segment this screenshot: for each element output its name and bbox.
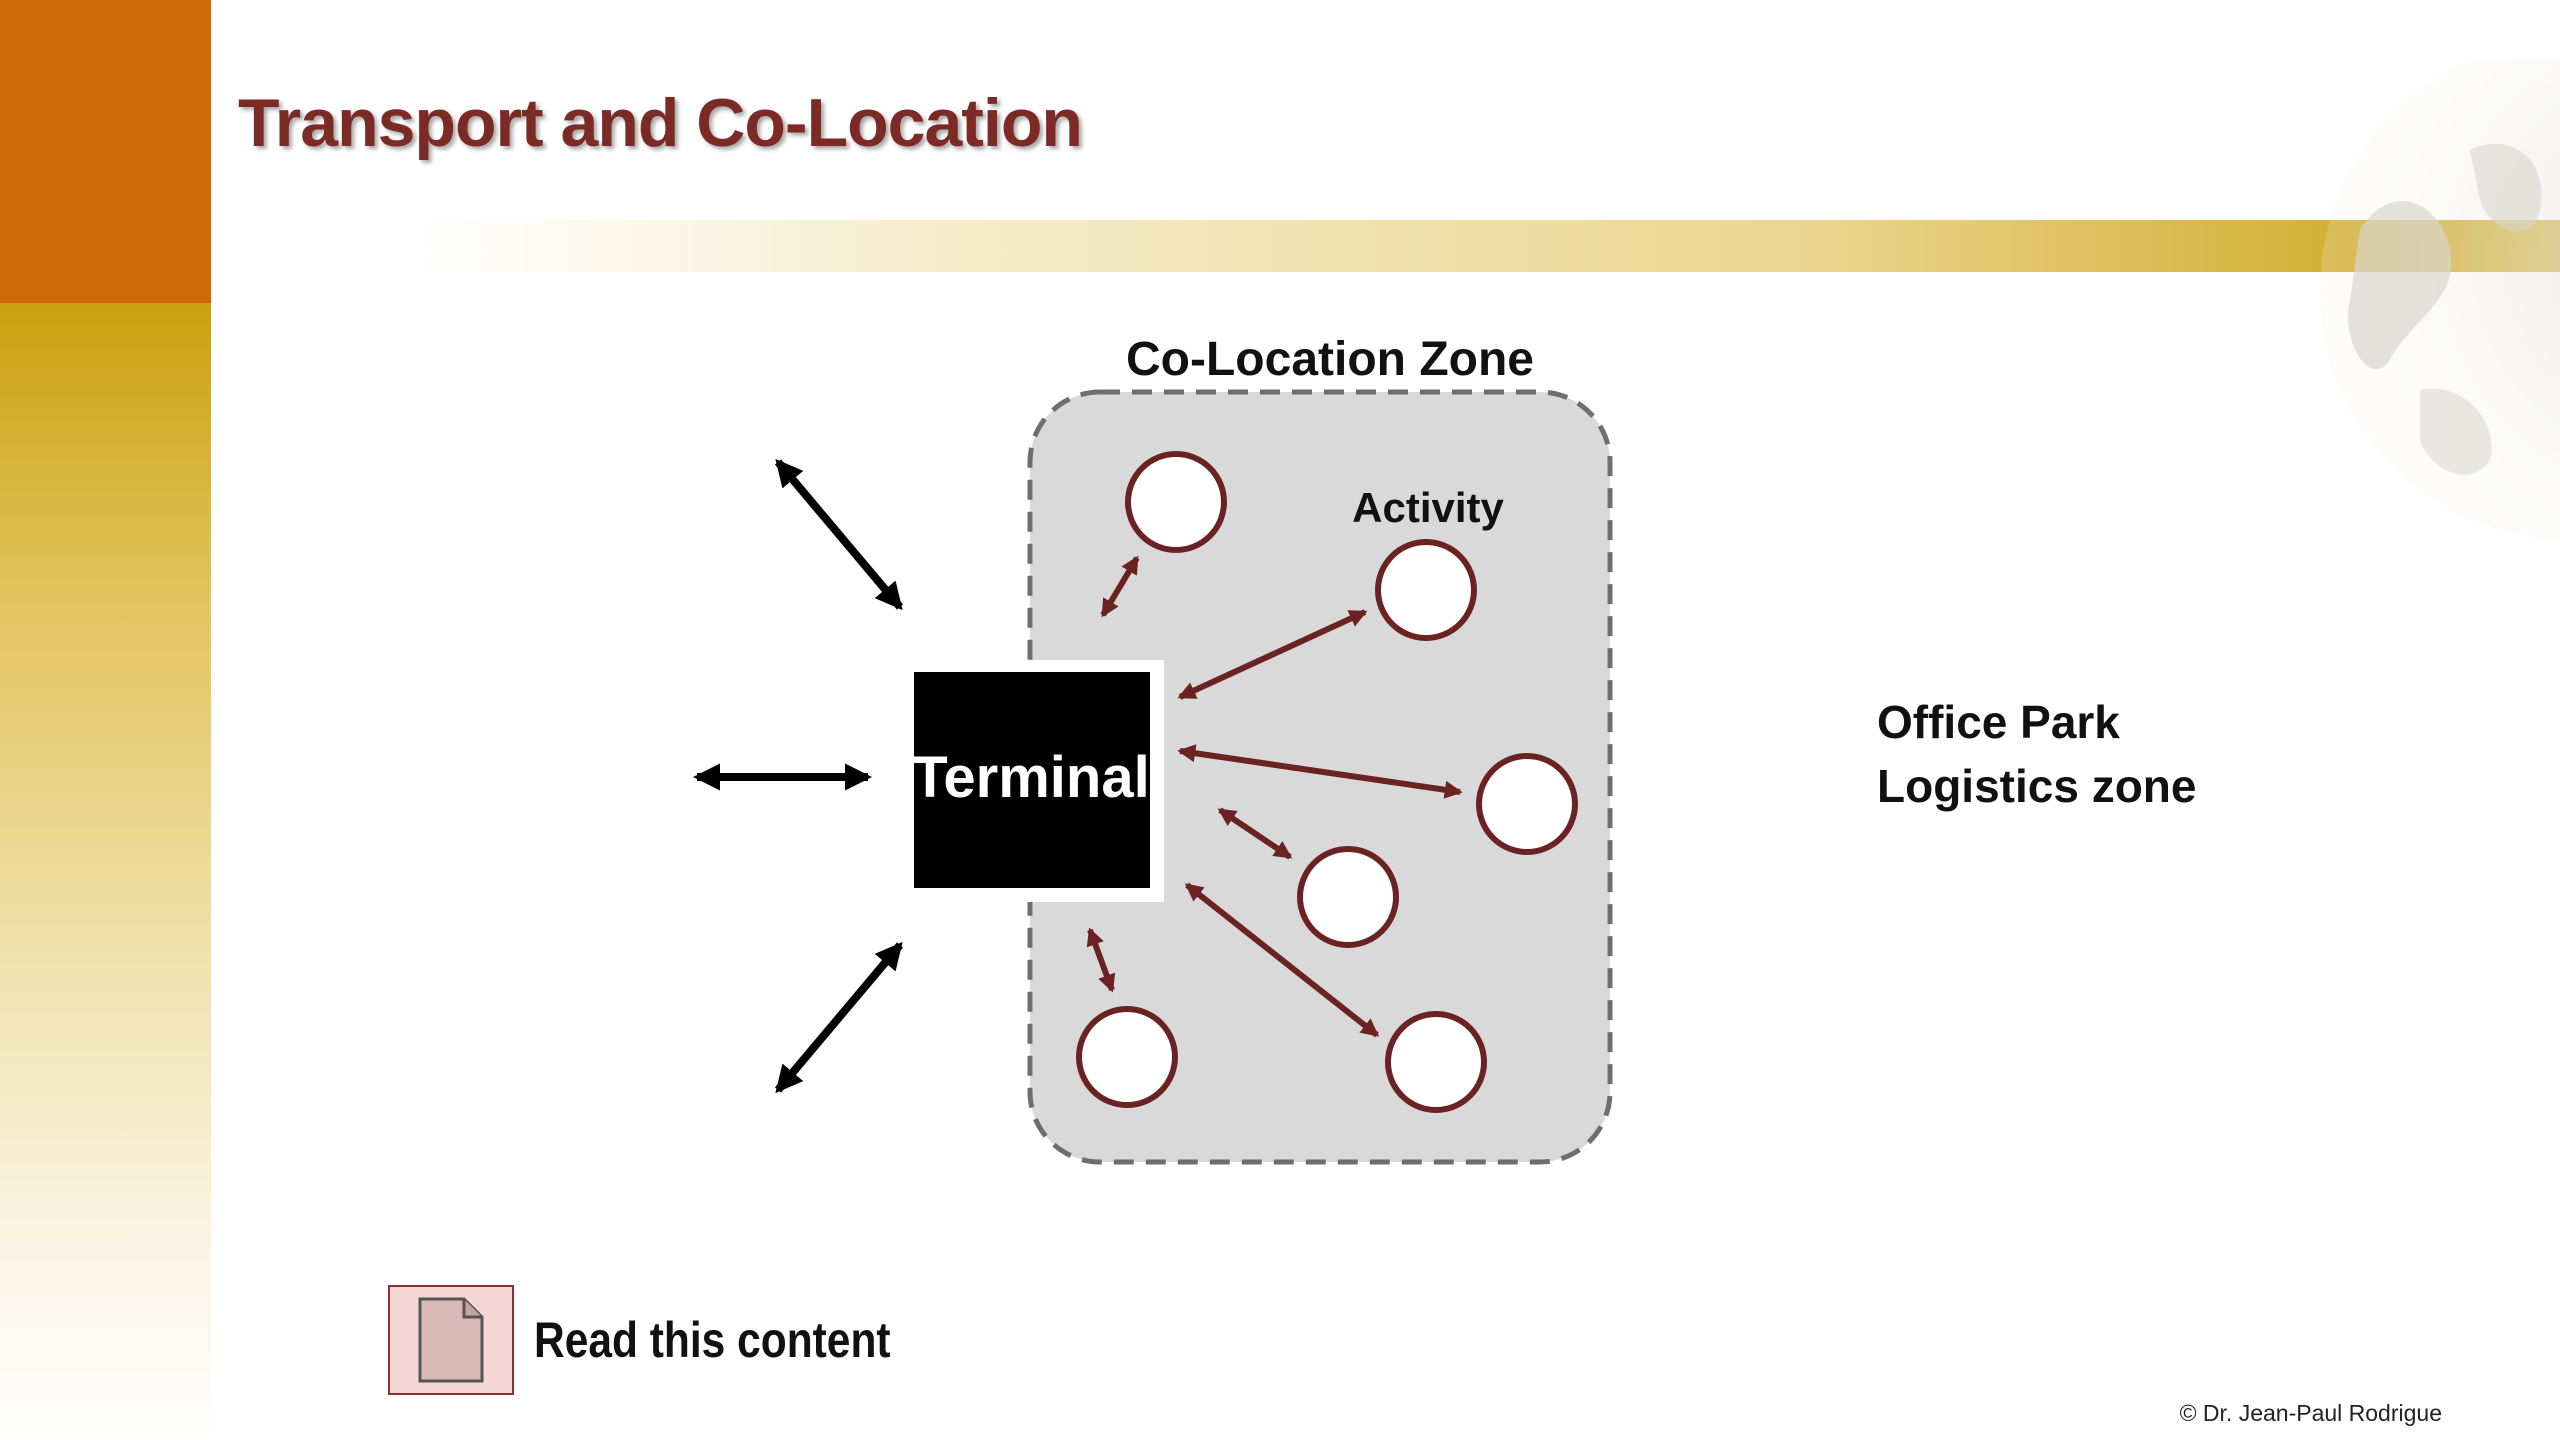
internal-arrow-5 <box>1184 882 1380 1038</box>
internal-arrow-1 <box>1100 555 1140 618</box>
activity-node <box>1375 539 1477 641</box>
globe-watermark-icon <box>2320 60 2560 540</box>
external-arrow-top <box>774 458 904 611</box>
activity-node <box>1385 1011 1487 1113</box>
activity-node <box>1125 451 1227 553</box>
left-gradient-bar <box>0 303 211 1440</box>
header-gradient-band <box>420 220 2560 272</box>
zone-label: Co-Location Zone <box>1126 333 1534 386</box>
external-arrow-bottom <box>774 941 904 1094</box>
zone-type-legend: Office Park Logistics zone <box>1877 690 2196 818</box>
activity-label: Activity <box>1352 484 1504 531</box>
read-content-label[interactable]: Read this content <box>534 1312 891 1368</box>
terminal-box <box>914 672 1150 888</box>
internal-arrow-6 <box>1086 927 1116 993</box>
read-content-link[interactable]: Read this content <box>388 1285 953 1395</box>
activity-node <box>1476 753 1578 855</box>
terminal-label: Terminal <box>912 745 1149 810</box>
internal-arrow-2 <box>1177 609 1368 700</box>
document-icon[interactable] <box>388 1285 514 1395</box>
slide-title: Transport and Co-Location <box>238 85 1083 161</box>
legend-line-office-park: Office Park <box>1877 696 2120 748</box>
activity-node <box>1297 846 1399 948</box>
left-accent-block <box>0 0 211 303</box>
legend-line-logistics-zone: Logistics zone <box>1877 760 2197 812</box>
internal-arrow-4 <box>1217 807 1293 860</box>
copyright-text: © Dr. Jean-Paul Rodrigue <box>2179 1400 2442 1426</box>
document-glyph <box>418 1297 484 1383</box>
internal-arrow-3 <box>1177 744 1463 799</box>
activity-node <box>1076 1006 1178 1108</box>
